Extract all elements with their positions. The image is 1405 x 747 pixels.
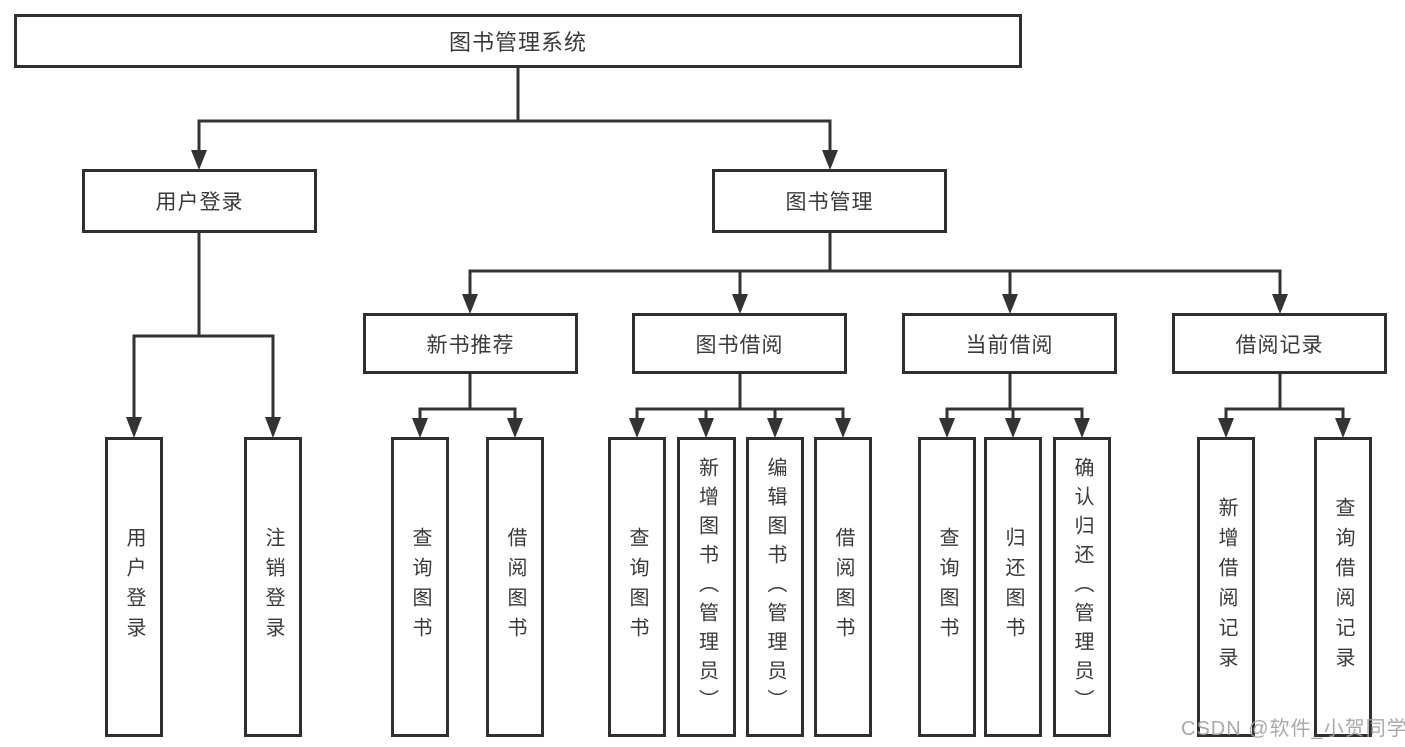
leaf-records-query-record: 查询借阅记录 xyxy=(1314,437,1372,737)
node-label: 用户登录 xyxy=(123,527,145,647)
leaf-recommend-borrow-books: 借阅图书 xyxy=(486,437,544,737)
leaf-current-query-books: 查询图书 xyxy=(918,437,976,737)
csdn-watermark: CSDN @软件_小贺同学 xyxy=(1181,718,1405,740)
node-label: 借阅图书 xyxy=(504,527,526,647)
node-label: 图书管理系统 xyxy=(448,30,587,55)
node-label: 查询图书 xyxy=(409,527,431,647)
node-current-borrowing: 当前借阅 xyxy=(902,313,1117,374)
node-label: 用户登录 xyxy=(155,191,244,214)
leaf-records-add-record: 新增借阅记录 xyxy=(1197,437,1255,737)
leaf-logout: 注销登录 xyxy=(244,437,302,737)
leaf-current-return-books: 归还图书 xyxy=(984,437,1042,737)
node-label: 当前借阅 xyxy=(965,333,1054,357)
node-label: 编辑图书（管理员） xyxy=(764,456,786,718)
leaf-borrowing-edit-books-admin: 编辑图书（管理员） xyxy=(746,437,804,737)
node-user-login: 用户登录 xyxy=(82,169,317,233)
leaf-current-confirm-return-admin: 确认归还（管理员） xyxy=(1053,437,1111,737)
node-label: 查询借阅记录 xyxy=(1332,497,1354,677)
node-label: 新书推荐 xyxy=(426,333,515,357)
leaf-user-login: 用户登录 xyxy=(105,437,163,737)
node-label: 图书借阅 xyxy=(695,333,784,357)
node-library-management-system: 图书管理系统 xyxy=(14,14,1022,68)
node-label: 图书管理 xyxy=(785,191,874,214)
node-book-borrowing: 图书借阅 xyxy=(632,313,847,374)
leaf-recommend-query-books: 查询图书 xyxy=(391,437,449,737)
node-label: 新增图书（管理员） xyxy=(695,456,718,718)
leaf-borrowing-query-books: 查询图书 xyxy=(608,437,666,737)
node-label: 借阅记录 xyxy=(1235,333,1324,357)
node-label: 借阅图书 xyxy=(832,527,854,647)
node-label: 确认归还（管理员） xyxy=(1071,456,1093,718)
node-label: 新增借阅记录 xyxy=(1215,497,1237,677)
node-book-management: 图书管理 xyxy=(712,169,947,233)
leaf-borrowing-borrow-books: 借阅图书 xyxy=(814,437,872,737)
node-new-book-recommendation: 新书推荐 xyxy=(363,313,578,374)
node-label: 查询图书 xyxy=(626,527,648,647)
node-borrowing-records: 借阅记录 xyxy=(1172,313,1387,374)
leaf-borrowing-add-books-admin: 新增图书（管理员） xyxy=(677,437,736,737)
node-label: 归还图书 xyxy=(1002,527,1024,647)
node-label: 查询图书 xyxy=(936,527,958,647)
node-label: 注销登录 xyxy=(262,527,284,647)
